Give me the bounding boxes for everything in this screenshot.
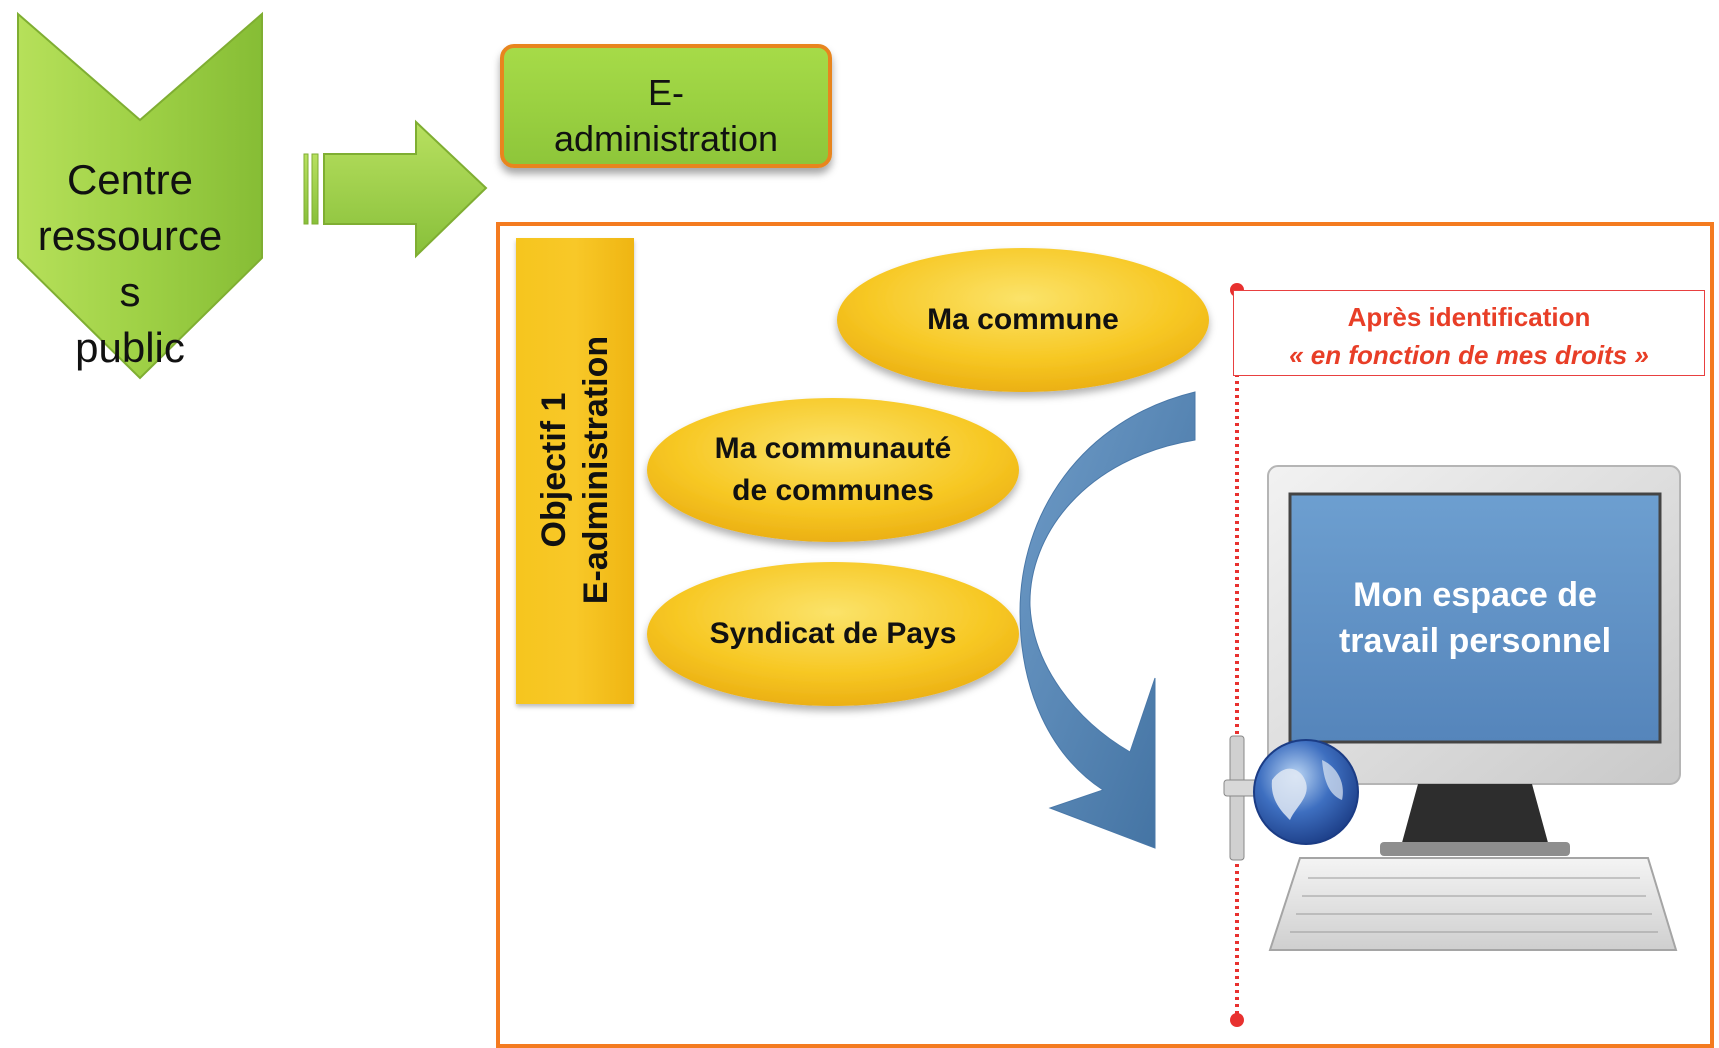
chevron-line-2: ressource <box>37 212 223 259</box>
communaute-line-2: de communes <box>732 474 934 507</box>
e-administration-line-1: E- <box>648 72 684 113</box>
e-administration-box <box>500 44 832 168</box>
after-identification-box <box>1233 290 1705 376</box>
chevron-line-1: Centre <box>66 156 194 203</box>
main-frame <box>496 222 1714 1048</box>
green-down-chevron-shape <box>17 11 263 380</box>
globe-continent-2 <box>1322 760 1343 800</box>
ellipse-ma-commune <box>837 248 1209 392</box>
ellipse-communaute <box>647 398 1019 542</box>
monitor-stand <box>1400 784 1550 850</box>
globe-continent <box>1271 768 1307 820</box>
chevron-line-3: s <box>119 268 141 315</box>
ma-commune-text: Ma commune <box>927 303 1119 336</box>
ellipse-label-ma-commune: Ma commune <box>838 278 1208 362</box>
objective-bar <box>516 238 634 704</box>
centre-ressources-label: Centre ressource s public <box>10 152 250 376</box>
after-identification-title: Après identification <box>1347 302 1591 332</box>
chevron-line-4: public <box>75 324 185 371</box>
screen-line-2: travail personnel <box>1338 622 1612 660</box>
screen-label: Mon espace de travail personnel <box>1290 572 1660 664</box>
keyboard-keys <box>1290 877 1658 933</box>
globe-bolt <box>1229 735 1245 861</box>
ellipse-label-syndicat: Syndicat de Pays <box>648 592 1018 676</box>
red-dot-bottom <box>1230 1013 1244 1027</box>
syndicat-text: Syndicat de Pays <box>709 617 957 650</box>
ellipse-label-communaute: Ma communauté de communes <box>648 428 1018 512</box>
ellipse-syndicat <box>647 562 1019 706</box>
screen-line-1: Mon espace de <box>1353 576 1597 614</box>
after-identification-subtitle: « en fonction de mes droits » <box>1289 340 1649 370</box>
keyboard <box>1268 857 1678 951</box>
monitor-screen <box>1288 492 1662 744</box>
monitor-base <box>1380 842 1570 856</box>
communaute-line-1: Ma communauté <box>714 432 952 465</box>
green-right-arrow-icon <box>303 119 488 259</box>
e-administration-label: E- administration <box>500 70 832 162</box>
e-administration-line-2: administration <box>553 118 779 159</box>
